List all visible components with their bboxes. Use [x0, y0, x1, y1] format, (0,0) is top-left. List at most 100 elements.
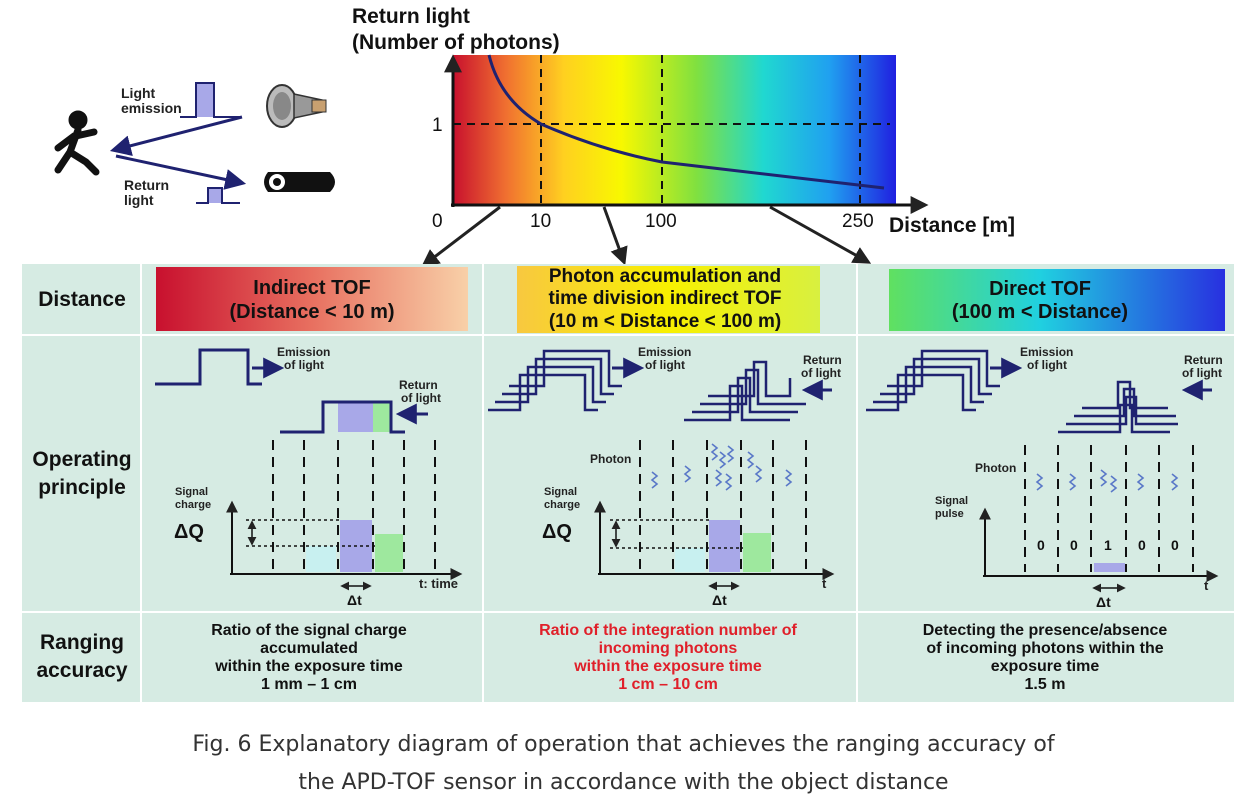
col1-bar-cyan [306, 546, 336, 572]
col3-accuracy-line1: Detecting the presence/absence [923, 622, 1168, 639]
return-label-line2: light [124, 192, 154, 208]
col1-emission-line2: of light [284, 358, 324, 372]
col1-return-line2: of light [401, 391, 441, 405]
col1-accuracy-line2: accumulated [260, 640, 358, 657]
col3-photon-icons [1035, 469, 1179, 493]
col1-bar-green [375, 534, 403, 572]
col3-return-line2: of light [1182, 366, 1222, 380]
col1-accuracy: Ratio of the signal charge accumulated w… [211, 622, 407, 693]
header-accumulation-line2: time division indirect TOF [549, 288, 782, 309]
col1-return-line1: Return [399, 378, 438, 392]
col2-accuracy-line3: within the exposure time [573, 658, 762, 675]
col3-emission-line2: of light [1027, 358, 1067, 372]
col3-photon-label: Photon [975, 461, 1016, 475]
col3-labels-and-bars: Emission of light Return of light Photon [935, 345, 1223, 610]
arrow-to-accumulation [602, 206, 628, 266]
x-tick-100: 100 [645, 211, 677, 232]
x-tick-250: 250 [842, 211, 874, 232]
arrow-to-direct [769, 205, 872, 264]
col2-return-line1: Return [803, 353, 842, 367]
col2-axis-label: t [822, 576, 827, 591]
col3-accuracy-line4: 1.5 m [1025, 676, 1066, 693]
return-label-line1: Return [124, 177, 169, 193]
col2-emission-line1: Emission [638, 345, 691, 359]
col2-return-line2: of light [801, 366, 841, 380]
y-tick-1: 1 [432, 115, 443, 136]
col2-delta-q: ΔQ [542, 521, 572, 543]
header-accumulation-line1: Photon accumulation and [549, 266, 781, 287]
flashlight-icon [266, 84, 327, 128]
col2-photon-icons [650, 443, 793, 491]
col3-emission-line1: Emission [1020, 345, 1073, 359]
header-accumulation-tof [517, 266, 820, 333]
col1-return-pulse [280, 400, 405, 434]
col2-delta-t: Δt [712, 592, 727, 608]
row-label-ranging-line2: accuracy [36, 659, 127, 682]
col3-bit-3: 1 [1104, 537, 1112, 553]
emission-pulse-icon [180, 82, 240, 118]
origin-label: 0 [432, 211, 443, 232]
col3-signal-line2: pulse [935, 508, 964, 520]
header-indirect-tof [156, 267, 468, 331]
col3-accuracy: Detecting the presence/absence of incomi… [923, 622, 1168, 693]
col3-axis-label: t [1204, 578, 1209, 593]
row-label-ranging-line1: Ranging [40, 631, 124, 654]
row-label-distance: Distance [38, 288, 126, 311]
col2-operating-diagram [488, 349, 832, 422]
header-direct-line1: Direct TOF [989, 278, 1091, 300]
emission-label-line1: Light [121, 85, 156, 101]
col2-bar-cyan [675, 548, 705, 572]
scene: Light emission Return light [54, 82, 335, 208]
chart-xlabel: Distance [m] [889, 214, 1015, 237]
col3-return-line1: Return [1184, 353, 1223, 367]
emission-arrow [109, 115, 243, 156]
col3-bit-2: 0 [1070, 537, 1078, 553]
emission-label-line2: emission [121, 100, 182, 116]
sensor-icon [264, 172, 335, 192]
header-direct-line2: (100 m < Distance) [952, 301, 1128, 323]
col3-bit-4: 0 [1138, 537, 1146, 553]
col1-return-purple [338, 402, 373, 432]
arrow-to-indirect [421, 205, 501, 268]
col2-accuracy-line4: 1 cm – 10 cm [618, 676, 718, 693]
col2-photon-label: Photon [590, 452, 631, 466]
row-label-operating-line1: Operating [32, 448, 131, 471]
col2-bar-purple [709, 520, 740, 572]
col1-emission-pulse [155, 348, 262, 386]
col2-signal-line2: charge [544, 499, 580, 511]
return-light-curve [487, 54, 885, 190]
col3-accuracy-line2: of incoming photons within the [926, 640, 1163, 657]
col3-accuracy-line3: exposure time [991, 658, 1100, 675]
col2-accuracy: Ratio of the integration number of incom… [539, 622, 797, 693]
col3-bit-5: 0 [1171, 537, 1179, 553]
col1-operating-diagram: Emission of light Return of light [155, 345, 463, 608]
col2-accuracy-line2: incoming photons [599, 640, 738, 657]
chart-ylabel-line2: (Number of photons) [352, 31, 560, 54]
col1-accuracy-line4: 1 mm – 1 cm [261, 676, 357, 693]
col1-emission-line1: Emission [277, 345, 330, 359]
col2-bar-green [743, 533, 771, 572]
chart-ylabel-line1: Return light [352, 5, 470, 28]
header-direct-tof [889, 269, 1225, 331]
col3-delta-t: Δt [1096, 594, 1111, 610]
col1-axis-label: t: time [419, 576, 458, 591]
col1-delta-t: Δt [347, 592, 362, 608]
col1-delta-q: ΔQ [174, 521, 204, 543]
col1-signal-line1: Signal [175, 486, 208, 498]
comparison-table: Distance Operating principle Ranging acc… [22, 264, 1234, 702]
return-arrow [115, 154, 247, 190]
header-indirect-line1: Indirect TOF [253, 277, 370, 299]
col1-accuracy-line1: Ratio of the signal charge [211, 622, 407, 639]
col2-labels-and-bars: Emission of light Return of light Photon [542, 345, 842, 608]
row-label-operating-line2: principle [38, 476, 126, 499]
col1-accuracy-line3: within the exposure time [214, 658, 403, 675]
col1-return-green [373, 402, 391, 432]
return-light-chart: Return light (Number of photons) 1 0 10 … [352, 5, 1015, 268]
col1-signal-line2: charge [175, 499, 211, 511]
col3-bit-1: 0 [1037, 537, 1045, 553]
col3-pulses [866, 349, 1212, 434]
col2-accuracy-line1: Ratio of the integration number of [539, 622, 797, 639]
figure-caption-line2: the APD-TOF sensor in accordance with th… [298, 770, 949, 795]
header-indirect-line2: (Distance < 10 m) [229, 301, 394, 323]
